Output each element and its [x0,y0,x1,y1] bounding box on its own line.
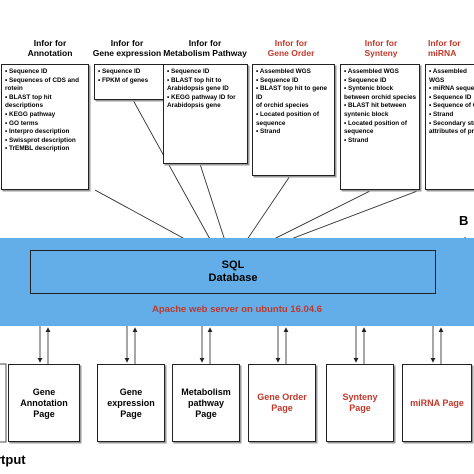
wire-gene-order [239,175,291,251]
header-gene-order: Infor for Gene Order [267,38,315,58]
header-gene-expression: Infor for Gene expression [92,38,162,58]
info-item: • Assembled WGS [256,68,311,75]
info-item: • Interpro description [5,128,70,136]
info-item: • BLAST top hit to gene ID of orchid spe… [256,85,328,110]
info-item: • miRNA sequen [429,85,474,93]
info-item: • Strand [256,128,281,136]
info-item: • FPKM of genes [98,76,149,84]
info-item: • Sequence ID [5,68,48,75]
page-gene-annotation: Gene Annotation Page [8,364,80,442]
partial-left-page-box [0,363,7,443]
info-item: • Strand [429,110,454,118]
header-metabolism: Infor for Metabolism Pathway [163,38,247,58]
info-item: • Sequence of C [429,102,474,110]
info-item: • Sequence ID [429,93,472,101]
page-gene-expression: Gene expression Page [97,364,165,442]
info-item: • Located position of sequence [344,119,407,136]
info-item: • Syntenic block between orchid species [344,85,417,101]
wire-expression [132,99,217,251]
page-metabolism-pathway: Metabolism pathway Page [172,364,240,442]
info-box-gene-order: • Assembled WGS• Sequence ID• BLAST top … [252,64,335,176]
info-item: • Assembled WGS [344,68,399,75]
info-box-metabolism: • Sequence ID• BLAST top hit to Arabidop… [163,64,248,164]
info-item: • KEGG pathway ID for Arabidopsis gene [167,93,236,110]
info-box-gene-expression: • Sequence ID• FPKM of genes [94,64,168,100]
footer-partial-label: rtput [0,452,26,467]
info-item: • Located position of sequence [256,110,319,127]
database-title: SQL Database [208,259,258,284]
info-item: • Sequence ID [344,76,387,84]
info-item: • TrEMBL description [5,145,70,153]
web-server-label: Apache web server on ubuntu 16.04.6 [152,304,322,315]
info-item: • Sequence ID [98,68,141,75]
wire-metabolism [199,163,229,251]
info-item: • Sequences of CDS and rotein [5,76,79,93]
info-item: • Secondary str attributes of pre [429,119,474,136]
info-box-synteny: • Assembled WGS• Sequence ID• Syntenic b… [340,64,420,190]
header-synteny: Infor for Synteny [364,38,398,58]
info-item: • BLAST hit between syntenic block [344,102,407,118]
info-box-annotation: • Sequence ID• Sequences of CDS and rote… [1,64,89,190]
info-box-mirna: • Assembled WGS• miRNA sequen• Sequence … [425,64,474,190]
info-item: • Strand [344,136,369,144]
info-item: • BLAST top hit to Arabidopsis gene ID [167,76,229,93]
info-item: • Swissprot description [5,136,76,144]
header-mirna: Infor for miRNA [428,38,461,58]
info-item: • BLAST top hit descriptions [5,93,52,110]
info-item: • GO terms [5,119,39,127]
sql-database-box: SQL Database [30,250,436,294]
page-mirna: miRNA Page [402,364,472,442]
info-item: • Assembled WGS [429,68,467,84]
info-item: • Sequence ID [256,76,299,84]
header-annotation: Infor for Annotation [27,38,73,58]
info-item: • KEGG pathway [5,110,56,118]
info-item: • Sequence ID [167,68,210,75]
page-gene-order: Gene Order Page [248,364,316,442]
page-synteny: Synteny Page [326,364,394,442]
